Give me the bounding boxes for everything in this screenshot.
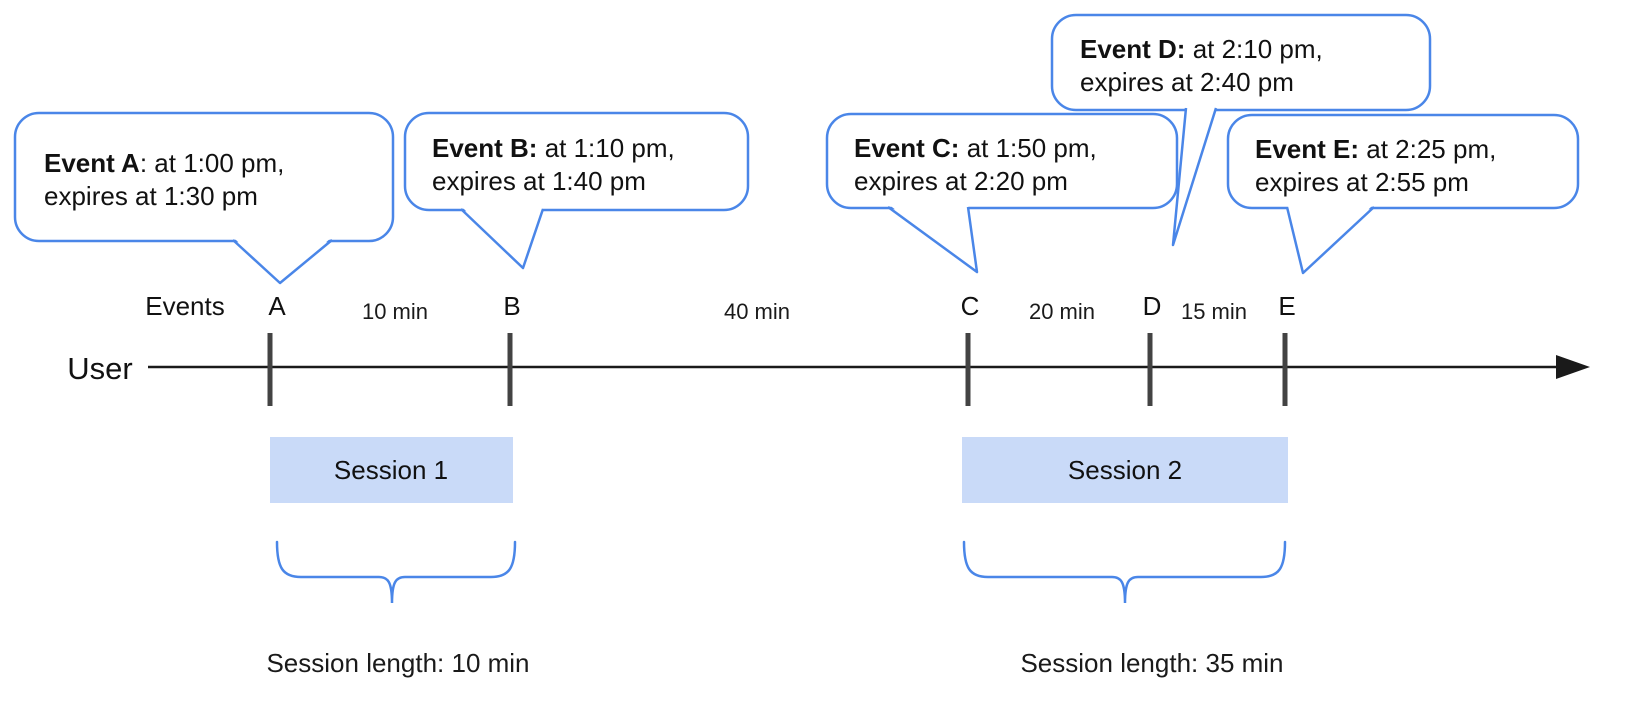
callout-event-e: Event E: at 2:25 pm, expires at 2:55 pm [1226, 113, 1580, 275]
tick-event-b [507, 333, 513, 406]
axis-labels: Events User A B C D E 10 min 40 min 20 m… [67, 291, 1295, 386]
event-name: Event B: [432, 133, 537, 163]
event-mark-d: D [1143, 291, 1162, 321]
callout-tail-fill [461, 206, 543, 268]
callout-text-line1: Event D: at 2:10 pm, [1080, 34, 1323, 64]
session-2-label: Session 2 [1068, 455, 1182, 485]
event-name: Event A [44, 148, 140, 178]
event-mark-e: E [1278, 291, 1295, 321]
tick-event-e [1282, 333, 1288, 406]
callout-tail [460, 208, 545, 270]
callout-event-b: Event B: at 1:10 pm, expires at 1:40 pm [403, 111, 750, 270]
callout-text-line1: Event E: at 2:25 pm, [1255, 134, 1496, 164]
callout-event-d: Event D: at 2:10 pm, expires at 2:40 pm [1050, 13, 1432, 247]
tick-event-a [267, 333, 273, 406]
callout-text-line2: expires at 1:30 pm [44, 181, 258, 211]
user-row-label: User [67, 351, 132, 386]
interval-label-ab: 10 min [362, 299, 428, 324]
callout-event-c: Event C: at 1:50 pm, expires at 2:20 pm [825, 112, 1179, 274]
timeline-arrowhead-icon [1556, 355, 1590, 379]
callout-text-line2: expires at 2:40 pm [1080, 67, 1294, 97]
tick-event-c [965, 333, 971, 406]
timeline-axis [148, 333, 1590, 406]
session-1: Session 1 Session length: 10 min [266, 437, 530, 678]
callout-tail [1171, 107, 1218, 247]
session-2-brace [962, 540, 1287, 604]
callout-tail-fill [1287, 204, 1374, 273]
callout-text-line2: expires at 2:55 pm [1255, 167, 1469, 197]
callout-text-line1: Event A: at 1:00 pm, [44, 148, 284, 178]
session-1-label: Session 1 [334, 455, 448, 485]
callout-tail [1285, 206, 1375, 275]
event-mark-b: B [503, 291, 520, 321]
event-time: at 1:10 pm, [537, 133, 674, 163]
interval-label-bc: 40 min [724, 299, 790, 324]
session-2-box [962, 437, 1288, 503]
callout-text-line1: Event B: at 1:10 pm, [432, 133, 675, 163]
session-2-length-label: Session length: 35 min [1020, 648, 1283, 678]
tick-event-d [1147, 333, 1153, 406]
callout-text-line1: Event C: at 1:50 pm, [854, 133, 1097, 163]
callout-text-line2: expires at 2:20 pm [854, 166, 1068, 196]
event-name: Event C: [854, 133, 959, 163]
event-time: : at 1:00 pm, [140, 148, 285, 178]
event-name: Event E: [1255, 134, 1359, 164]
event-mark-c: C [961, 291, 980, 321]
event-mark-a: A [268, 291, 286, 321]
interval-label-de: 15 min [1181, 299, 1247, 324]
callout-tail [232, 239, 333, 285]
session-2: Session 2 Session length: 35 min [962, 437, 1288, 678]
event-time: at 2:10 pm, [1185, 34, 1322, 64]
session-1-length-label: Session length: 10 min [266, 648, 529, 678]
callout-tail-fill [233, 237, 332, 283]
session-1-brace [275, 540, 517, 604]
event-time: at 2:25 pm, [1359, 134, 1496, 164]
events-row-label: Events [145, 291, 225, 321]
interval-label-cd: 20 min [1029, 299, 1095, 324]
callout-event-a: Event A: at 1:00 pm, expires at 1:30 pm [13, 111, 395, 285]
session-1-box [270, 437, 513, 503]
callout-text-line2: expires at 1:40 pm [432, 166, 646, 196]
event-time: at 1:50 pm, [959, 133, 1096, 163]
callout-tail [887, 205, 979, 274]
event-name: Event D: [1080, 34, 1185, 64]
